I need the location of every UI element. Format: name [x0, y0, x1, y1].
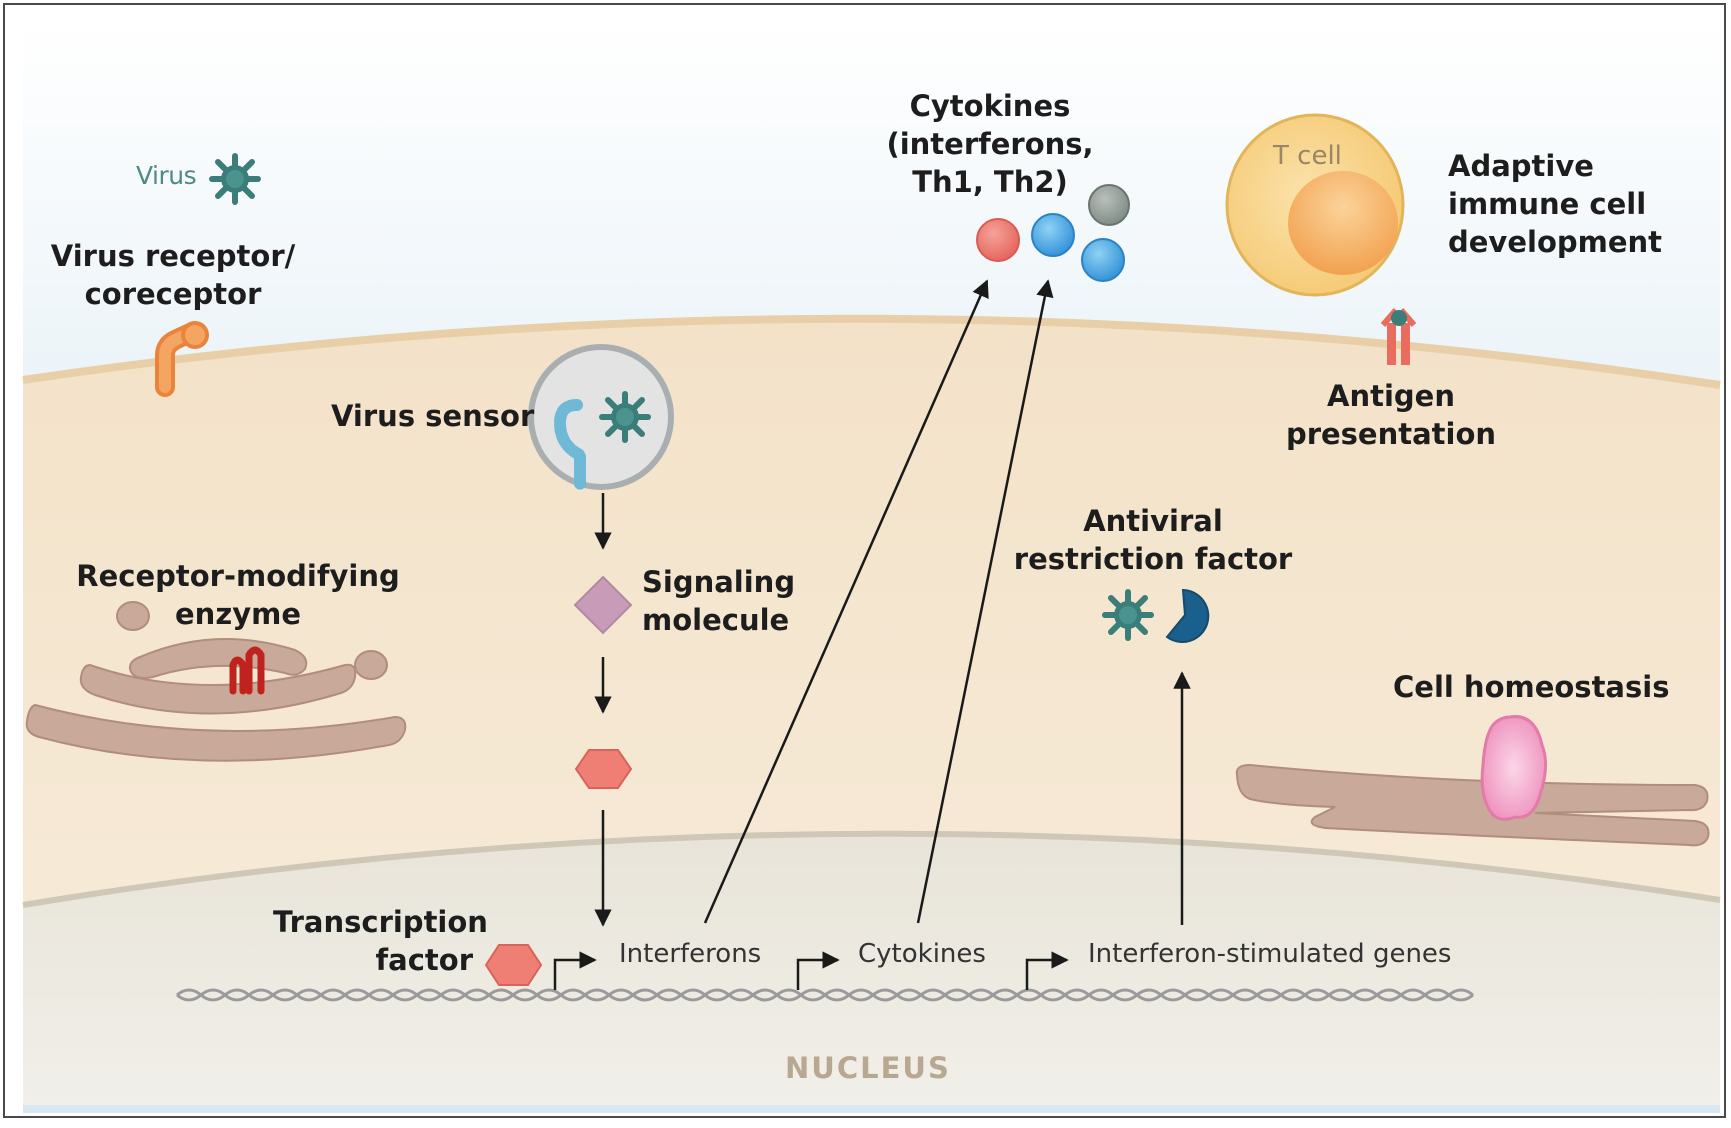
- restricted-virus-icon: [1105, 592, 1151, 638]
- antiviral-restriction-factor-label: Antiviral restriction factor: [1013, 504, 1293, 576]
- nuclear-envelope: [22, 830, 1721, 908]
- virus-sensor-label: Virus sensor: [331, 399, 535, 433]
- restriction-factor-icon: [1165, 588, 1210, 643]
- dna-strand: [176, 988, 1474, 1002]
- cell-homeostasis-label: Cell homeostasis: [1393, 670, 1670, 704]
- virus-icon: [212, 156, 258, 202]
- nucleus-label: NUCLEUS: [785, 1051, 951, 1085]
- homeostasis-protein-icon: [1480, 715, 1547, 821]
- signaling-molecule-label: Signaling molecule: [642, 565, 796, 637]
- figure-frame: Virus Virus receptor/ coreceptor Virus s…: [3, 3, 1726, 1118]
- nucleus-region: [23, 833, 1720, 1105]
- cytokines-label: Cytokines (interferons, Th1, Th2): [886, 89, 1094, 199]
- cytokine-blue-1: [1031, 213, 1075, 257]
- virus-sensor-icon: [528, 344, 674, 491]
- virus-receptor-label: Virus receptor/ coreceptor: [50, 239, 296, 311]
- plasma-membrane: [22, 314, 1721, 389]
- transcription-factor-label: Transcription factor: [273, 905, 488, 977]
- t-cell-label: T cell: [1273, 141, 1342, 171]
- cytokine-blue-2: [1081, 238, 1125, 282]
- adaptive-immune-label: Adaptive immune cell development: [1448, 149, 1663, 259]
- t-cell-icon: [1225, 113, 1405, 297]
- gene-label-interferons: Interferons: [619, 939, 762, 969]
- cytokine-gray: [1088, 184, 1130, 226]
- receptor-modifying-enzyme-icon: [229, 646, 265, 695]
- gene-label-isg: Interferon-stimulated genes: [1088, 939, 1452, 969]
- pathway-diagram: [22, 23, 1721, 1113]
- endoplasmic-reticulum: [1235, 763, 1710, 847]
- golgi-apparatus: [25, 601, 407, 762]
- gene-label-cytokines: Cytokines: [858, 939, 986, 969]
- mhc-receptor-icon: [1380, 308, 1417, 365]
- activated-factor-icon: [574, 749, 633, 789]
- virus-receptor-icon: [155, 321, 209, 397]
- receptor-modifying-enzyme-label: Receptor-modifying enzyme: [76, 559, 400, 631]
- antigen-presentation-label: Antigen presentation: [1285, 379, 1497, 451]
- pathway-arrows: [594, 279, 1191, 927]
- cytokine-red: [976, 218, 1020, 262]
- promoter-arrows: [553, 951, 1069, 990]
- signaling-molecule-icon: [573, 575, 633, 635]
- virus-label: Virus: [136, 161, 197, 190]
- transcription-factor-icon: [484, 944, 543, 986]
